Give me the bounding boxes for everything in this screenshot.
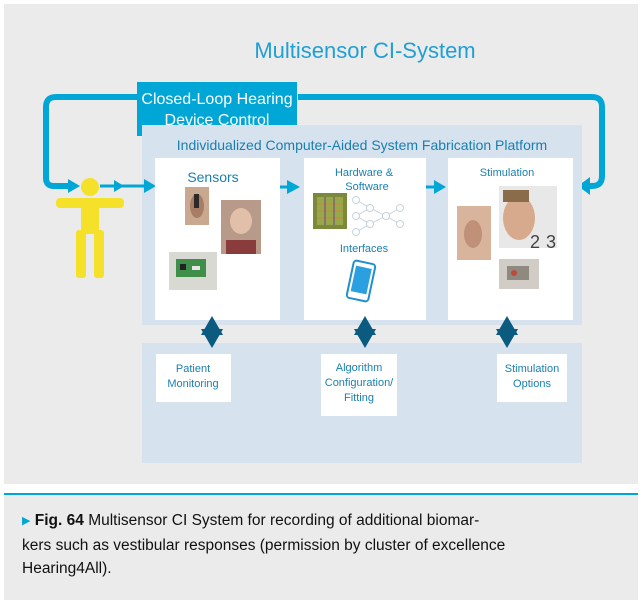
ear-sensor-image [185, 187, 209, 225]
closed-loop-arrow [43, 94, 158, 189]
caption-rule [4, 493, 638, 495]
caption-marker-icon: ▶ [22, 515, 31, 527]
smartphone-icon [345, 259, 377, 303]
caption-line-2: kers such as vestibular responses (permi… [22, 537, 506, 554]
arrow-to-sensors [144, 179, 156, 193]
electronics-sensor-image [169, 252, 217, 290]
stimulation-options-box [497, 354, 567, 402]
algorithm-label-1: Algorithm [336, 362, 382, 374]
star-icon-options [496, 316, 518, 348]
head-stimulation-image [499, 186, 557, 248]
caption-panel: ▶ Fig. 64 Multisensor CI System for reco… [4, 493, 638, 600]
algorithm-label-3: Fitting [344, 392, 374, 404]
star-icon-algorithm [354, 316, 376, 348]
patient-monitoring-box [156, 354, 231, 402]
hardware-label-2: Software [345, 181, 388, 193]
sensors-label: Sensors [187, 169, 238, 185]
control-box-label-2: Device Control [165, 112, 270, 129]
arrow-sensors-hardware [287, 180, 300, 194]
algorithm-label-2: Configuration/ [325, 377, 394, 389]
figure-caption: ▶ Fig. 64 Multisensor CI System for reco… [22, 509, 622, 580]
stimulation-options-label-2: Options [513, 378, 551, 390]
stimulation-image-number-2: 2 [530, 232, 540, 252]
arrow-hardware-stimulation [434, 180, 446, 194]
diagram-title: Multisensor CI-System [254, 38, 475, 63]
caption-line-1: Multisensor CI System for recording of a… [88, 512, 480, 529]
platform-label: Individualized Computer-Aided System Fab… [177, 137, 547, 153]
chip-image [313, 193, 347, 229]
loop-arrowhead-left [68, 179, 80, 193]
loop-return-line [298, 94, 605, 189]
stimulation-options-label-1: Stimulation [505, 363, 559, 375]
neural-network-icon [352, 196, 404, 236]
head-sensor-image [221, 200, 261, 254]
ear-stimulation-image [457, 206, 491, 260]
figure-label: Fig. 64 [34, 512, 84, 529]
loop-return-arrowhead [578, 177, 590, 195]
device-stimulation-image [499, 259, 539, 289]
patient-monitoring-label-1: Patient [176, 363, 210, 375]
control-box-label-1: Closed-Loop Hearing [141, 91, 292, 108]
algorithm-box [321, 354, 397, 416]
hardware-label-1: Hardware & [335, 167, 394, 179]
person-icon [56, 178, 124, 278]
star-icon-patient [201, 316, 223, 348]
diagram: Multisensor CI-System Closed-Loop Hearin… [43, 38, 605, 463]
stimulation-image-number-3: 3 [546, 232, 556, 252]
interfaces-label: Interfaces [340, 243, 389, 255]
patient-monitoring-label-2: Monitoring [167, 378, 218, 390]
figure-panel: Multisensor CI-System Closed-Loop Hearin… [4, 4, 638, 484]
stimulation-label: Stimulation [480, 167, 534, 179]
caption-line-3: Hearing4All). [22, 560, 112, 577]
